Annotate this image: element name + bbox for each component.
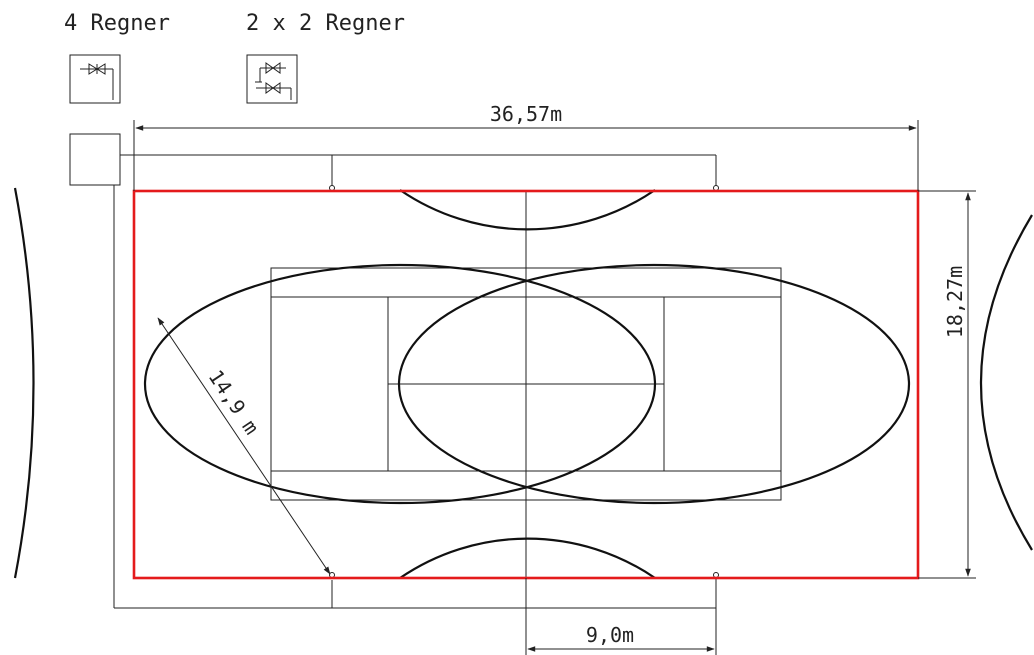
- tennis-court: [270, 191, 782, 578]
- sprinkler-valve-double-icon: [246, 54, 298, 104]
- spray-arcs: [13, 187, 1033, 579]
- legend-label-2x2-sprinklers: 2 x 2 Regner: [246, 11, 405, 36]
- legend-label-4-sprinklers: 4 Regner: [64, 11, 170, 36]
- dimension-label-offset: 9,0m: [586, 623, 634, 647]
- controller-box: [69, 133, 121, 186]
- piping: [69, 133, 717, 609]
- dimension-label-radius: 14,9 m: [204, 365, 264, 438]
- dimension-total-length: 36,57m: [133, 102, 919, 191]
- legend: 4 Regner 2 x 2 Regner: [64, 11, 405, 104]
- dimension-total-width: 18,27m: [918, 190, 976, 579]
- dimension-label-width: 18,27m: [943, 266, 967, 338]
- dimension-label-length: 36,57m: [490, 102, 562, 126]
- sprinkler-valve-single-icon: [69, 54, 121, 104]
- dimension-sprinkler-offset: 9,0m: [525, 578, 717, 655]
- sprinkler-heads: [329, 185, 719, 578]
